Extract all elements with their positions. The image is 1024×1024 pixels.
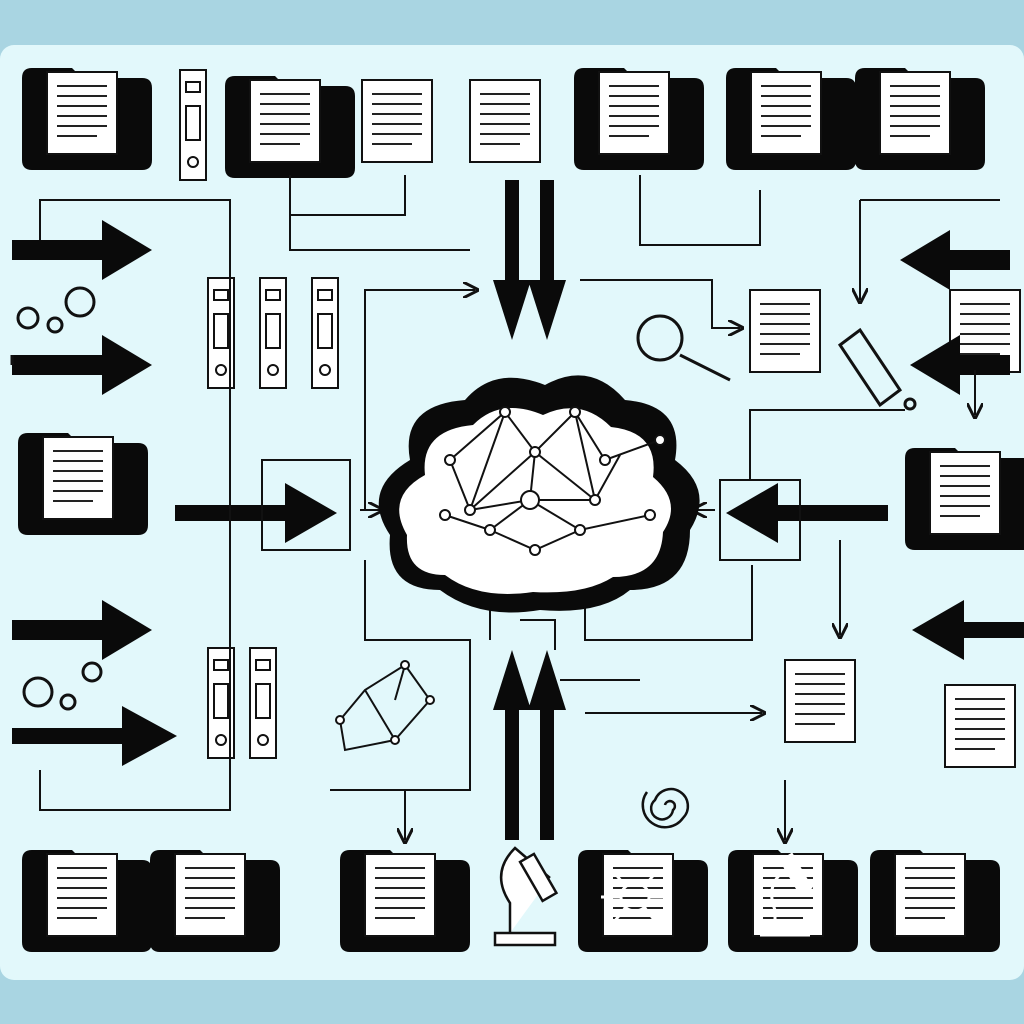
folder-icon bbox=[225, 76, 355, 178]
folder-icon bbox=[22, 68, 152, 170]
binder-icon bbox=[179, 69, 207, 181]
syringe-icon bbox=[837, 327, 917, 411]
folder-icon bbox=[905, 448, 1024, 550]
document-icon bbox=[749, 289, 821, 373]
folder-icon bbox=[855, 68, 985, 170]
document-icon bbox=[469, 79, 541, 163]
folder-icon bbox=[574, 68, 704, 170]
document-icon bbox=[361, 79, 433, 163]
microscope-icon bbox=[493, 846, 559, 947]
arrow-icon bbox=[12, 180, 1024, 840]
folder-icon bbox=[870, 850, 1000, 952]
folder-icon bbox=[578, 850, 708, 952]
folder-icon bbox=[18, 433, 148, 535]
spiral-icon bbox=[641, 787, 690, 829]
folder-icon bbox=[340, 850, 470, 952]
folder-icon bbox=[22, 850, 152, 952]
binder-icon bbox=[207, 277, 339, 389]
document-icon bbox=[784, 659, 856, 743]
network-node-icon bbox=[335, 660, 435, 752]
gear-icon bbox=[10, 286, 103, 711]
folder-icon bbox=[726, 68, 856, 170]
microscope-icon bbox=[760, 852, 813, 937]
network-node-icon bbox=[601, 871, 669, 923]
folder-icon bbox=[150, 850, 280, 952]
document-icon bbox=[944, 684, 1016, 768]
cloud-network-icon bbox=[378, 375, 700, 613]
connector-lines bbox=[39, 175, 1000, 840]
magnifier-icon bbox=[636, 314, 731, 382]
